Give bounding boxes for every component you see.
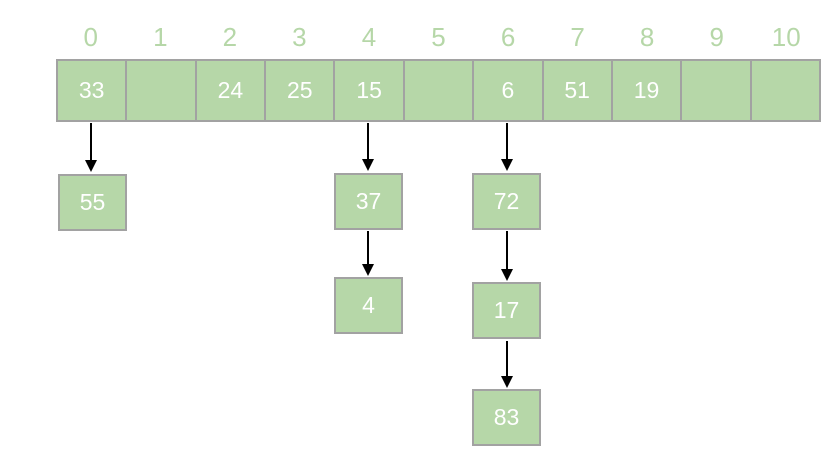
index-label-5: 5	[431, 22, 446, 52]
arrow-shaft	[506, 231, 508, 270]
arrow-shaft	[367, 231, 369, 265]
arrow-shaft	[367, 123, 369, 160]
bucket-cell-0: 33	[78, 77, 105, 103]
index-label-7: 7	[570, 22, 585, 52]
arrow-shaft	[90, 123, 92, 161]
index-label-9: 9	[709, 22, 724, 52]
bucket-cell-5	[402, 61, 472, 120]
arrowhead-down-icon	[362, 264, 374, 276]
arrow-17-to-83	[501, 341, 513, 388]
arrow-37-to-4	[362, 231, 374, 276]
chain-node-37: 37	[334, 173, 403, 230]
index-row: 0 1 2 3 4 5 6 7 8 9 10	[56, 22, 821, 52]
bucket-cell-1	[125, 61, 194, 120]
arrow-72-to-17	[501, 231, 513, 281]
bucket-cell-10	[749, 61, 819, 120]
chain-node-17: 17	[472, 282, 541, 339]
index-label-3: 3	[292, 22, 307, 52]
arrow-shaft	[506, 341, 508, 377]
arrowhead-down-icon	[501, 159, 513, 171]
bucket-array: 33 24 25 15 6 51 19	[56, 59, 821, 122]
arrow-bucket4-to-37	[362, 123, 374, 171]
bucket-cell-6: 6	[472, 61, 541, 120]
arrowhead-down-icon	[501, 269, 513, 281]
index-label-4: 4	[361, 22, 377, 52]
bucket-cell-7: 51	[541, 61, 611, 120]
index-label-10: 10	[771, 22, 801, 52]
chain-node-83: 83	[472, 389, 541, 446]
index-label-8: 8	[639, 22, 655, 52]
index-label-1: 1	[153, 22, 168, 52]
bucket-cell-2: 24	[194, 61, 264, 120]
arrow-shaft	[506, 123, 508, 160]
bucket-cell-9	[680, 61, 749, 120]
bucket-cell-8: 19	[610, 61, 680, 120]
index-label-6: 6	[500, 22, 516, 52]
arrowhead-down-icon	[362, 159, 374, 171]
bucket-cell-4: 15	[333, 61, 402, 120]
arrowhead-down-icon	[85, 160, 97, 172]
bucket-cell-3: 25	[264, 61, 333, 120]
arrowhead-down-icon	[501, 376, 513, 388]
chain-node-72: 72	[472, 173, 541, 230]
chain-node-55: 55	[58, 174, 127, 231]
arrow-bucket0-to-55	[85, 123, 97, 172]
index-label-0: 0	[83, 22, 98, 52]
arrow-bucket6-to-72	[501, 123, 513, 171]
chain-node-4: 4	[334, 277, 403, 334]
index-label-2: 2	[222, 22, 238, 52]
